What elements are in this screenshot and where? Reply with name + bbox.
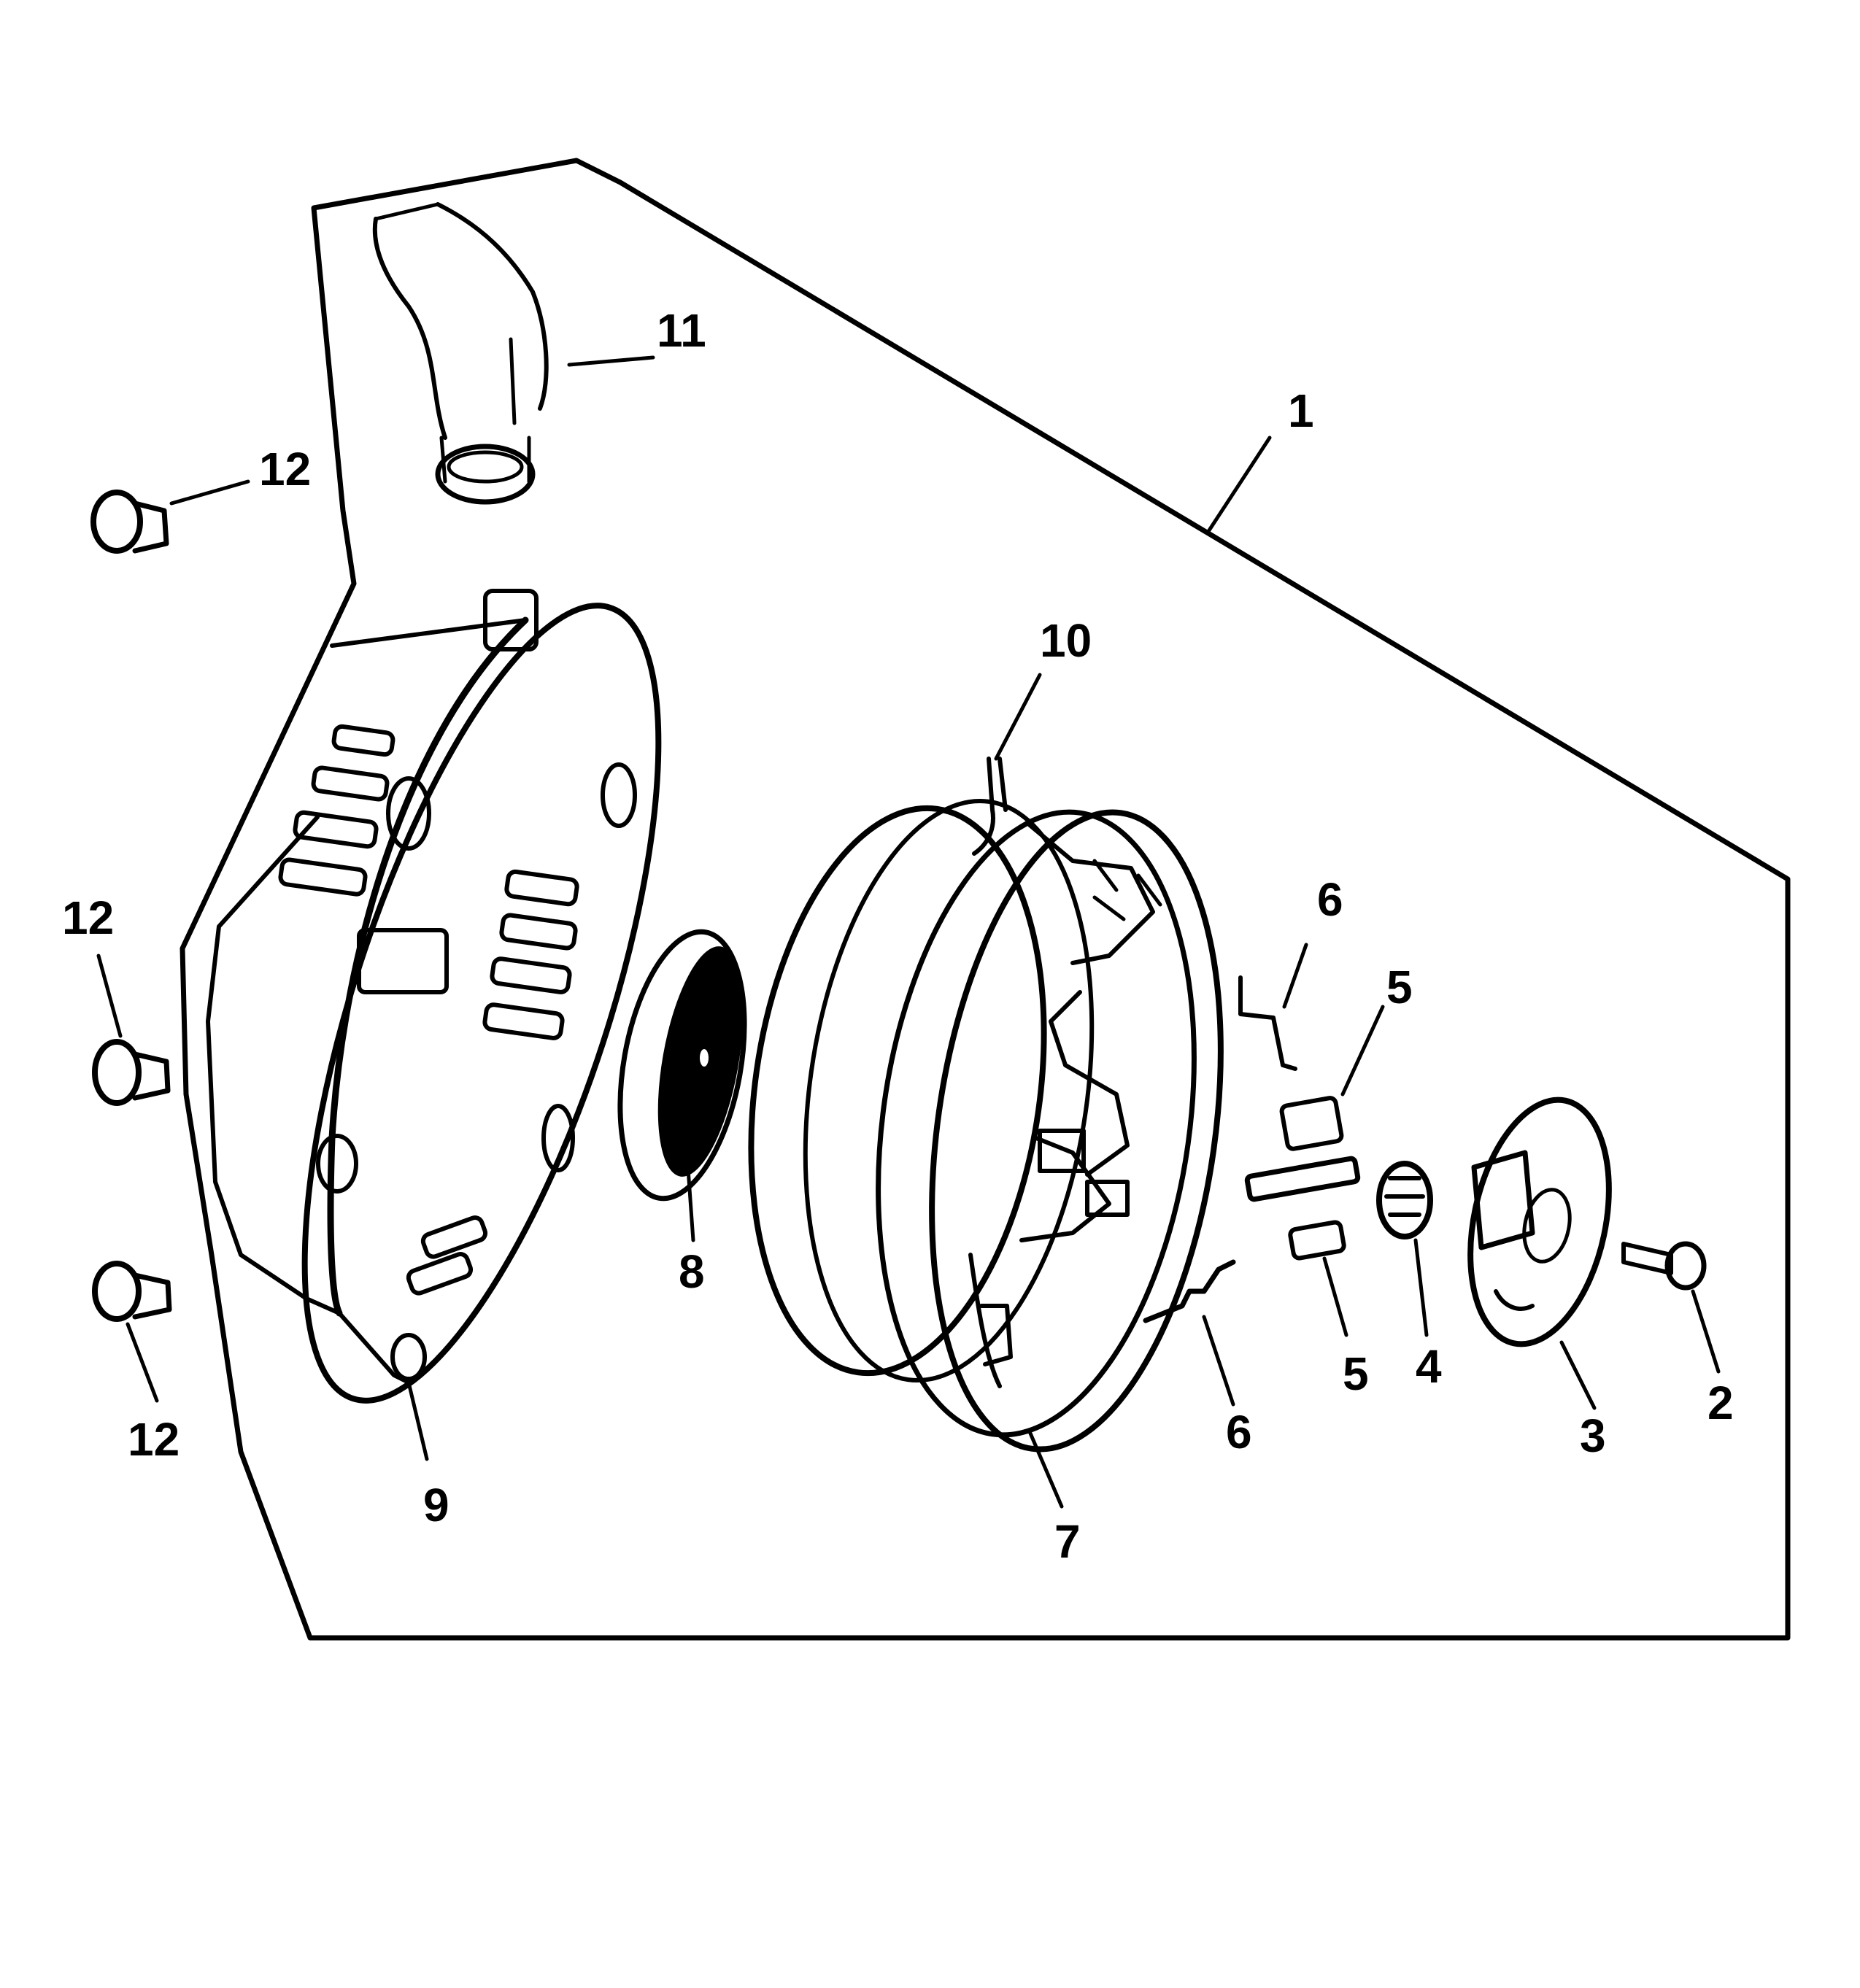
cover-vent-slots-center bbox=[482, 869, 579, 1040]
callout-12-bottom: 12 bbox=[128, 1413, 180, 1466]
callout-7: 7 bbox=[1054, 1515, 1081, 1568]
recoil-spring bbox=[617, 929, 747, 1202]
callout-12-middle: 12 bbox=[62, 891, 114, 944]
pawls bbox=[1244, 1096, 1361, 1261]
callout-12-top: 12 bbox=[259, 443, 311, 495]
callout-5-lower: 5 bbox=[1343, 1347, 1369, 1400]
callout-1: 1 bbox=[1288, 384, 1314, 437]
ratchet bbox=[1467, 1097, 1612, 1347]
callout-labels: 1 2 3 4 5 5 6 6 7 8 9 10 11 12 12 12 bbox=[62, 304, 1734, 1568]
callout-6-upper: 6 bbox=[1317, 873, 1343, 926]
callout-5-upper: 5 bbox=[1386, 961, 1413, 1013]
callout-10: 10 bbox=[1040, 614, 1092, 667]
bolt-bottom-left bbox=[92, 1261, 172, 1322]
pawl-spring-lower bbox=[1143, 1259, 1236, 1323]
cover-vent-slots-bottom bbox=[406, 1215, 488, 1296]
cover-vent-slots-left bbox=[278, 724, 395, 897]
brake-spring bbox=[1376, 1161, 1433, 1239]
bolt-middle-left bbox=[92, 1039, 171, 1106]
starter-cover bbox=[206, 589, 662, 1404]
housing-panel-outline bbox=[180, 158, 1791, 1641]
callout-6-lower: 6 bbox=[1226, 1406, 1252, 1458]
leader-lines bbox=[96, 355, 1721, 1509]
screw bbox=[1621, 1241, 1707, 1291]
callout-11: 11 bbox=[657, 304, 706, 357]
pulley bbox=[748, 757, 1224, 1453]
callout-2: 2 bbox=[1707, 1377, 1734, 1429]
callout-9: 9 bbox=[423, 1479, 449, 1531]
callout-4: 4 bbox=[1416, 1340, 1442, 1393]
bolt-top-left bbox=[90, 490, 169, 554]
callout-3: 3 bbox=[1580, 1409, 1606, 1462]
starter-handle bbox=[372, 202, 549, 505]
callout-8: 8 bbox=[679, 1245, 705, 1298]
pawl-spring-upper bbox=[1238, 975, 1297, 1071]
